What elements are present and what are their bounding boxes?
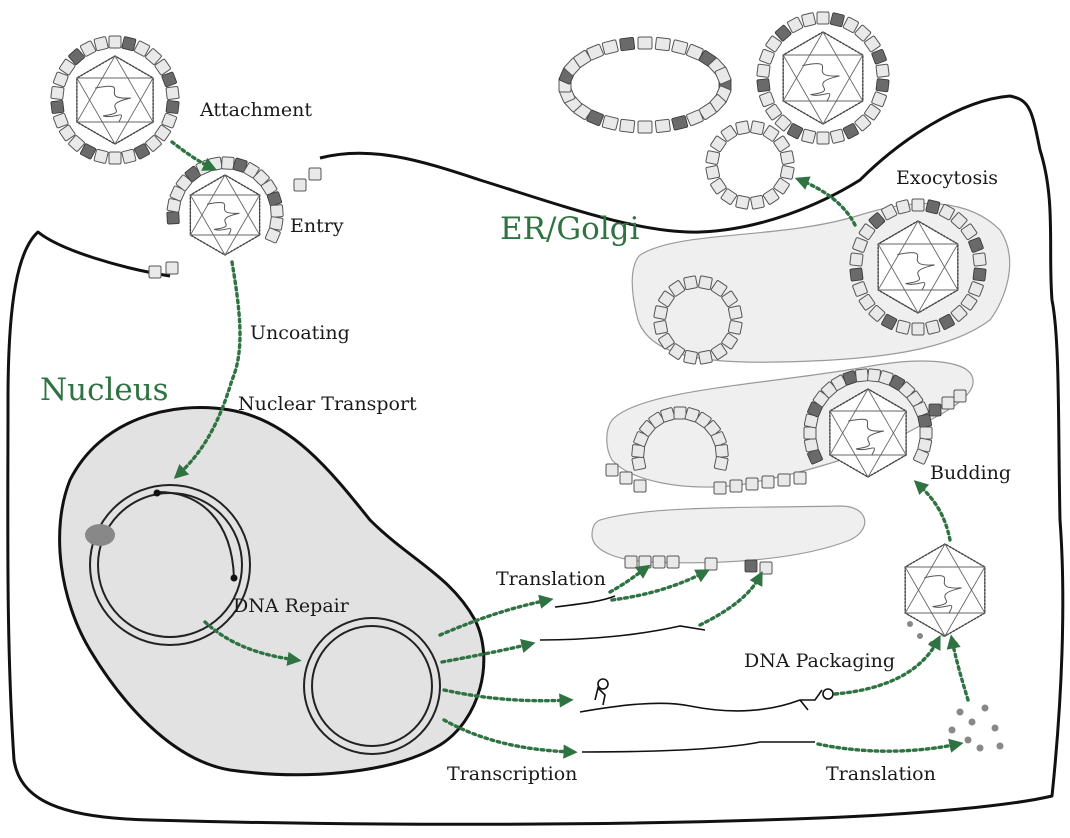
label-translation-upper: Translation	[496, 568, 606, 590]
arrow-translation-1	[610, 568, 646, 592]
label-dna-packaging: DNA Packaging	[744, 650, 895, 672]
label-transcription: Transcription	[447, 763, 577, 785]
mrna-2	[540, 626, 705, 640]
nucleus	[60, 408, 484, 775]
core-proteins	[907, 621, 1004, 752]
arrow-core-to-capsid	[952, 640, 968, 700]
capsid	[905, 544, 985, 636]
arrow-translation-3	[700, 576, 760, 625]
label-translation-lower: Translation	[826, 763, 936, 785]
arrow-attachment-entry	[172, 142, 212, 168]
capsid	[77, 56, 153, 144]
er-golgi-compartment-bottom	[592, 506, 865, 563]
arrow-translation-2	[612, 572, 705, 600]
mrna-3	[582, 742, 815, 752]
arrow-translation-lower	[818, 744, 958, 751]
capsid	[783, 32, 863, 124]
envelope-ring	[706, 121, 795, 210]
mrna-1	[555, 596, 615, 607]
label-uncoating: Uncoating	[250, 322, 350, 344]
filamentous-particle	[559, 37, 732, 133]
label-nuclear-transport: Nuclear Transport	[238, 393, 417, 415]
label-attachment: Attachment	[199, 99, 312, 121]
label-dna-repair: DNA Repair	[233, 595, 350, 617]
label-region-nucleus: Nucleus	[40, 372, 169, 408]
label-region-er-golgi: ER/Golgi	[500, 211, 640, 247]
arrow-budding	[918, 484, 950, 540]
label-entry: Entry	[290, 215, 344, 237]
pregenomic-rna	[580, 688, 822, 712]
capsid	[190, 175, 259, 255]
label-exocytosis: Exocytosis	[896, 167, 998, 189]
label-budding: Budding	[930, 462, 1011, 484]
